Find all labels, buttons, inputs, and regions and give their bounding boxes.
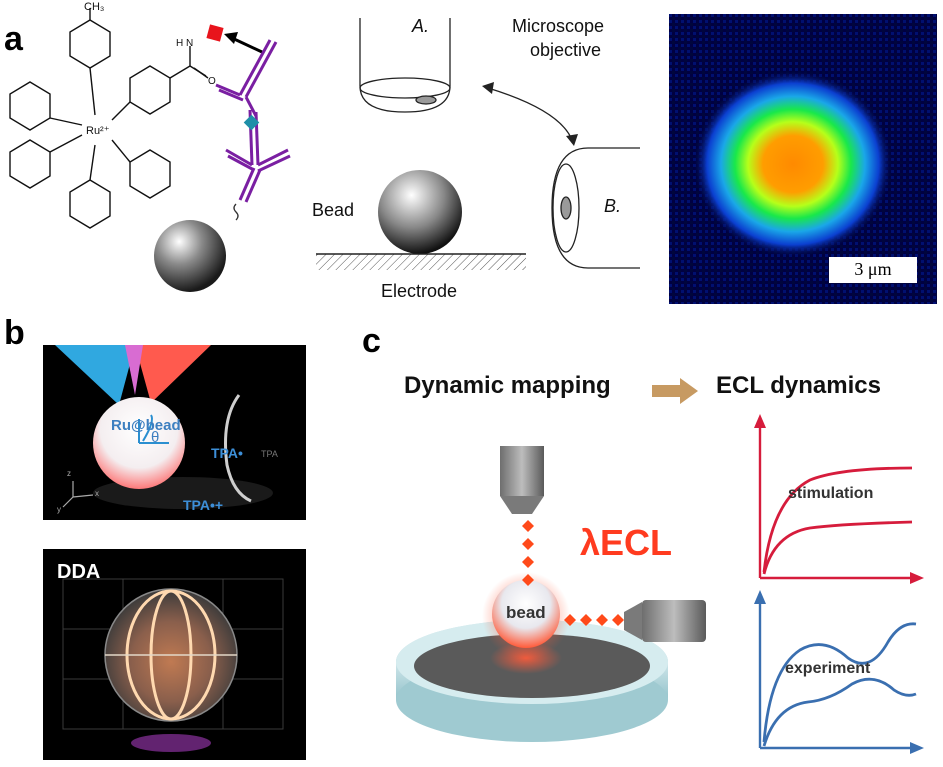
stimulation-curve-low xyxy=(762,520,913,575)
tpa-cation-label: TPA•+ xyxy=(183,497,224,513)
ecl-microscopy-image: 3 μm xyxy=(669,14,937,304)
side-objective xyxy=(624,600,706,642)
overlap-beam xyxy=(125,345,143,395)
antibody-sandwich xyxy=(215,39,291,203)
objective-caption-line2: objective xyxy=(530,40,602,60)
axis-z-label: z xyxy=(67,469,71,478)
linker xyxy=(233,203,239,221)
dda-meridians xyxy=(105,589,237,721)
ru-label-tag xyxy=(206,24,224,42)
ru-bead-render: Ru@bead θ TPA• TPA TPA•+ z x y xyxy=(43,345,306,520)
panel-label-b: b xyxy=(4,314,25,352)
heading-arrow xyxy=(652,378,698,404)
scale-bar-box xyxy=(829,257,917,283)
ru-complex-bead-diagram: CH₃ Ru²⁺ N H O xyxy=(9,1,291,292)
objective-position-a xyxy=(359,18,451,113)
amide-o-label: O xyxy=(208,76,216,87)
experiment-curve-low xyxy=(762,677,917,747)
axis-y-label: y xyxy=(57,505,61,514)
ru-bead-scene xyxy=(55,345,273,509)
objective-b-label: B. xyxy=(604,196,622,216)
dynamic-mapping-heading: Dynamic mapping xyxy=(404,372,611,399)
top-objective xyxy=(500,446,544,496)
experiment-plot xyxy=(754,590,924,754)
horizontal-photon-path xyxy=(564,614,624,626)
ru-bead-label: Ru@bead xyxy=(111,417,181,434)
objective-a-label: A. xyxy=(412,16,430,36)
reposition-arrow xyxy=(487,87,573,141)
tpa-arc xyxy=(224,394,252,503)
methyl-label: CH₃ xyxy=(84,1,104,13)
red-emission-beam xyxy=(135,345,211,403)
ecl-mapping-scene xyxy=(396,446,706,742)
electrode-label: Electrode xyxy=(381,281,458,301)
theta-angle xyxy=(138,419,169,444)
stimulation-plot xyxy=(754,414,924,584)
tpa-radical-label: TPA• xyxy=(211,445,243,461)
panel-label-c: c xyxy=(362,322,381,360)
conjugation-arrow xyxy=(231,36,263,54)
objective-position-b xyxy=(551,147,640,269)
ecl-dynamics-plots xyxy=(754,414,924,754)
objective-caption-line1: Microscope xyxy=(512,16,605,36)
amide-n-label: N xyxy=(186,38,193,49)
panel-label-a: a xyxy=(4,20,23,58)
bead-on-electrode xyxy=(378,170,462,254)
bead-label: Bead xyxy=(312,200,355,220)
dda-scene xyxy=(62,578,284,752)
stimulation-curve-high xyxy=(762,466,913,573)
amide-h-label: H xyxy=(176,38,183,49)
antigen-diamond xyxy=(243,114,260,131)
ecl-heatmap xyxy=(669,14,937,304)
blue-excitation-beam xyxy=(55,345,135,405)
experiment-label: experiment xyxy=(785,660,871,677)
tpa-faint-label: TPA xyxy=(261,449,278,459)
dda-label: DDA xyxy=(57,561,101,583)
vertical-photon-path xyxy=(522,520,534,586)
bead-sphere xyxy=(154,220,226,292)
axis-triad xyxy=(62,481,94,508)
experiment-curve-high xyxy=(762,622,917,743)
bead-label-c: bead xyxy=(506,603,546,622)
stimulation-label: stimulation xyxy=(788,485,874,502)
bead-sphere-c xyxy=(492,580,560,648)
electrode-surface xyxy=(316,254,526,270)
lambda-ecl-label: λECL xyxy=(580,522,673,563)
bipyridine-rings xyxy=(9,8,209,229)
dda-render: DDA xyxy=(43,549,306,760)
axis-x-label: x xyxy=(95,489,99,498)
theta-label: θ xyxy=(151,429,160,446)
ru-label: Ru²⁺ xyxy=(86,125,110,137)
scale-bar-label: 3 μm xyxy=(854,259,892,279)
ecl-dynamics-heading: ECL dynamics xyxy=(716,372,881,399)
imaging-setup-schematic xyxy=(316,18,640,270)
